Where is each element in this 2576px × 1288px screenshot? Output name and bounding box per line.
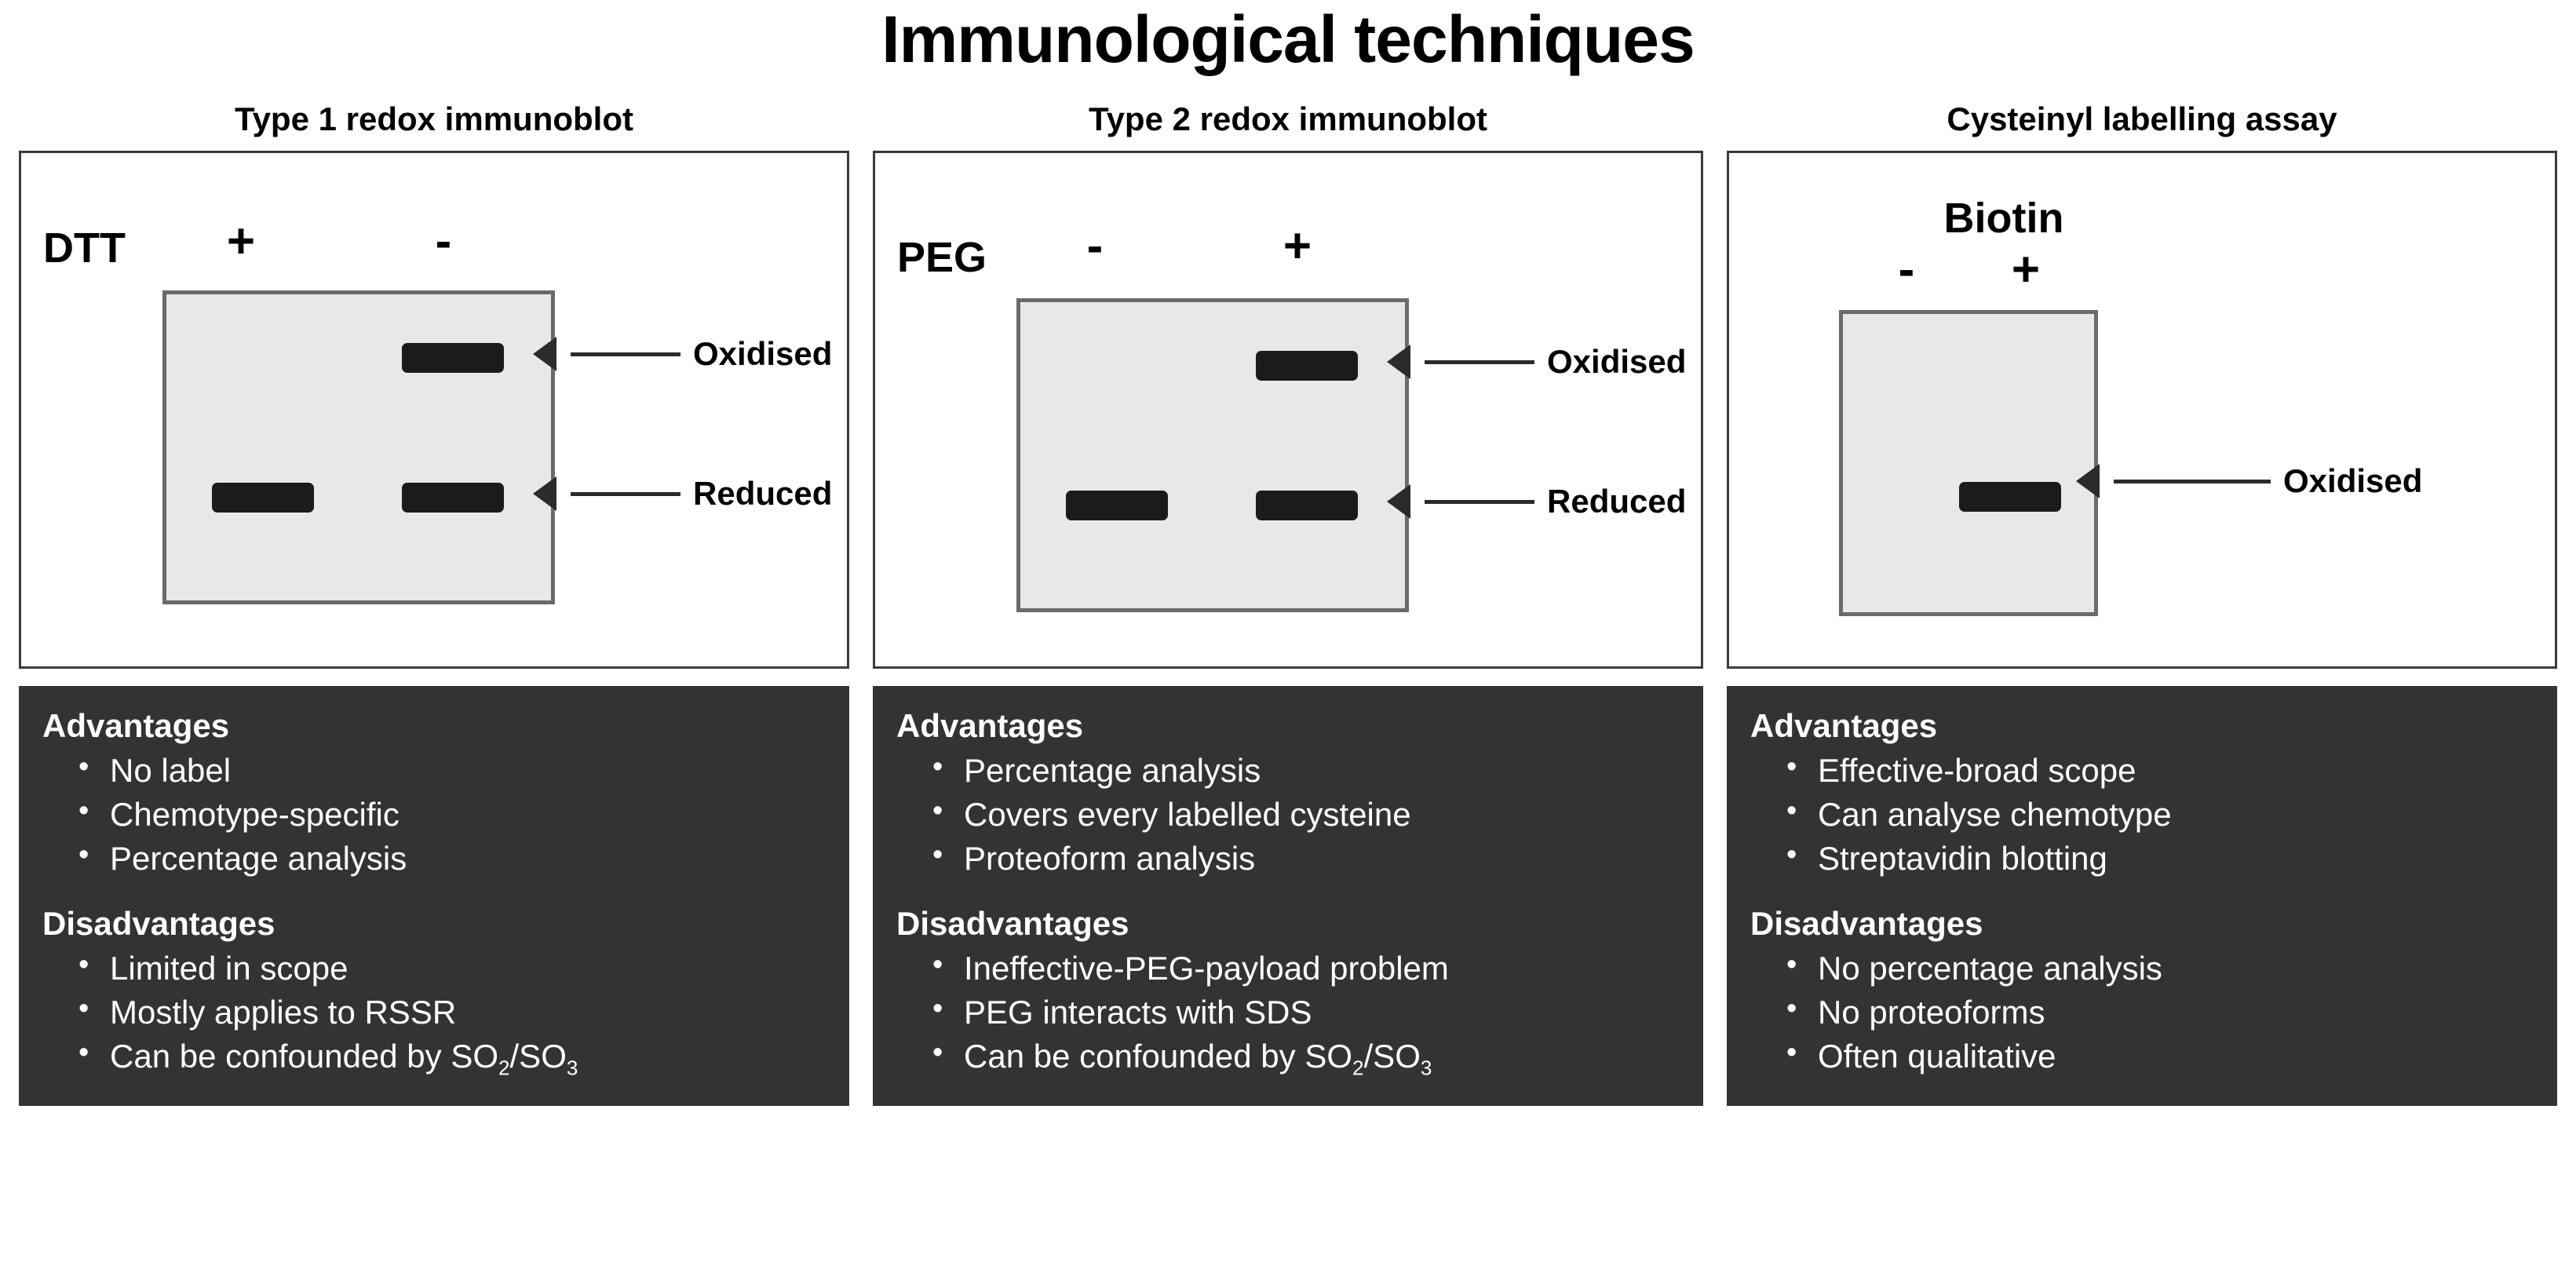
arrow-head-oxidised-icon [533, 337, 556, 371]
advantages-heading: Advantages [42, 707, 230, 744]
lane-sign-2: + [1283, 219, 1312, 273]
list-item: Streptavidin blotting [1786, 835, 2534, 881]
arrow-line-oxidised [1425, 360, 1534, 364]
annotation-reduced: Reduced [1547, 483, 1687, 520]
gel-card: Biotin - + Oxidised [1727, 151, 2557, 669]
panel-cysteinyl-labelling-assay: Cysteinyl labelling assay Biotin - + Oxi… [1727, 100, 2557, 1106]
gel-box [1016, 298, 1409, 612]
list-item: Limited in scope [78, 945, 826, 991]
panel-title: Type 2 redox immunoblot [1089, 100, 1487, 137]
arrow-head-reduced-icon [1387, 484, 1410, 519]
panel-row: Type 1 redox immunoblot DTT + - Oxidised [0, 100, 2576, 1106]
reagent-label-dtt: DTT [43, 224, 126, 272]
list-item: No proteoforms [1786, 989, 2534, 1034]
advantages-heading: Advantages [896, 707, 1084, 744]
page-title: Immunological techniques [881, 2, 1695, 76]
panel-title: Cysteinyl labelling assay [1947, 100, 2337, 137]
disadvantages-list: Ineffective-PEG-payload problem PEG inte… [896, 945, 1680, 1082]
annotation-reduced: Reduced [693, 475, 833, 512]
list-item: Chemotype-specific [78, 791, 826, 837]
lane-sign-1: - [1086, 219, 1104, 273]
advantages-list: No label Chemotype-specific Percentage a… [42, 747, 826, 881]
panel-title: Type 1 redox immunoblot [235, 100, 633, 137]
gel-band-oxidised-lane2 [402, 343, 504, 373]
info-box: Advantages Percentage analysis Covers ev… [873, 686, 1703, 1106]
advantages-list: Percentage analysis Covers every labelle… [896, 747, 1680, 881]
lane-sign-1: + [226, 214, 256, 268]
list-item: Can be confounded by SO2/SO3 [932, 1033, 1680, 1082]
list-item: Percentage analysis [78, 835, 826, 881]
arrow-line-oxidised [571, 352, 680, 356]
gel-card: PEG - + Oxidised Reduced [873, 151, 1703, 669]
annotation-oxidised: Oxidised [2283, 462, 2423, 499]
gel-band-reduced-lane2 [402, 483, 504, 513]
arrow-line-reduced [571, 492, 680, 496]
list-item: Mostly applies to RSSR [78, 989, 826, 1034]
lane-sign-2: + [2011, 243, 2041, 297]
list-item: Effective-broad scope [1786, 747, 2534, 793]
gel-band-reduced-lane2 [1256, 491, 1358, 520]
list-item: No label [78, 747, 826, 793]
annotation-oxidised: Oxidised [1547, 343, 1687, 380]
list-item: Can be confounded by SO2/SO3 [78, 1033, 826, 1082]
list-item: PEG interacts with SDS [932, 989, 1680, 1034]
gel-band-reduced-lane1 [212, 483, 314, 513]
list-item: Ineffective-PEG-payload problem [932, 945, 1680, 991]
gel-band-oxidised-lane2 [1256, 351, 1358, 381]
advantages-list: Effective-broad scope Can analyse chemot… [1750, 747, 2534, 881]
gel-band-oxidised-lane2 [1959, 482, 2061, 512]
panel-type-1-redox-immunoblot: Type 1 redox immunoblot DTT + - Oxidised [19, 100, 849, 1106]
arrow-head-reduced-icon [533, 476, 556, 511]
list-item: Covers every labelled cysteine [932, 791, 1680, 837]
list-item: Often qualitative [1786, 1033, 2534, 1078]
info-box: Advantages No label Chemotype-specific P… [19, 686, 849, 1106]
list-item: Can analyse chemotype [1786, 791, 2534, 837]
gel-band-reduced-lane1 [1066, 491, 1168, 520]
panel-type-2-redox-immunoblot: Type 2 redox immunoblot PEG - + Oxidised… [873, 100, 1703, 1106]
annotation-oxidised: Oxidised [693, 335, 833, 372]
list-item: No percentage analysis [1786, 945, 2534, 991]
list-item: Proteoform analysis [932, 835, 1680, 881]
arrow-line-oxidised [2114, 480, 2271, 483]
arrow-line-reduced [1425, 500, 1534, 504]
gel-card: DTT + - Oxidised Reduced [19, 151, 849, 669]
gel-box [162, 290, 555, 604]
disadvantages-heading: Disadvantages [42, 905, 275, 943]
lane-sign-2: - [435, 214, 452, 268]
reagent-label-peg: PEG [897, 234, 987, 281]
arrow-head-oxidised-icon [1387, 345, 1410, 379]
disadvantages-list: No percentage analysis No proteoforms Of… [1750, 945, 2534, 1079]
advantages-heading: Advantages [1750, 707, 1938, 744]
gel-box [1839, 310, 2098, 616]
reagent-label-biotin: Biotin [1943, 195, 2064, 242]
disadvantages-list: Limited in scope Mostly applies to RSSR … [42, 945, 826, 1082]
lane-sign-1: - [1898, 243, 1915, 297]
arrow-head-oxidised-icon [2076, 464, 2100, 498]
disadvantages-heading: Disadvantages [896, 905, 1129, 943]
info-box: Advantages Effective-broad scope Can ana… [1727, 686, 2557, 1106]
list-item: Percentage analysis [932, 747, 1680, 793]
disadvantages-heading: Disadvantages [1750, 905, 1983, 943]
